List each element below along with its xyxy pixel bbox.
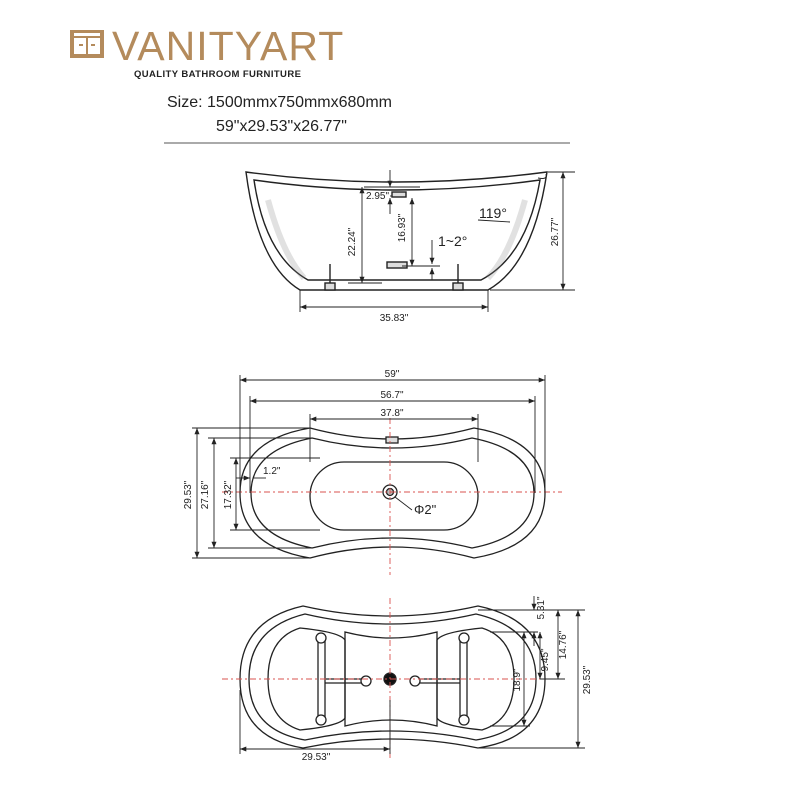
label-support-width: 14.76"	[558, 630, 569, 659]
label-foot-span: 9.45"	[540, 648, 551, 671]
bottom-view	[239, 605, 546, 749]
size-metric: Size: 1500mmx750mmx680mm	[167, 94, 392, 111]
side-view	[245, 171, 548, 291]
label-rim-offset: 1.2"	[263, 466, 281, 477]
label-rim-to-foot: 5.31"	[536, 596, 547, 619]
label-drain-diameter: Φ2"	[414, 502, 437, 517]
label-inner-length: 56.7"	[380, 390, 403, 401]
brand-name: VANITYART	[112, 23, 345, 69]
top-dimensions	[192, 375, 546, 559]
label-bottom-overall-width: 29.53"	[582, 665, 593, 694]
bottom-dimensions	[239, 596, 585, 754]
label-inner-width: 27.16"	[200, 480, 211, 509]
label-rim-depth: 2.95"	[366, 191, 389, 202]
brand-tagline: QUALITY BATHROOM FURNITURE	[134, 69, 302, 80]
top-view	[239, 427, 546, 559]
label-bottom-length: 37.8"	[380, 408, 403, 419]
size-imperial: 59"x29.53"x26.77"	[216, 118, 347, 135]
label-base-length: 35.83"	[380, 313, 409, 324]
label-overall-width: 29.53"	[183, 480, 194, 509]
label-cradle-width: 18.9"	[512, 668, 523, 691]
label-water-depth: 16.93"	[397, 213, 408, 242]
side-dimensions	[299, 170, 575, 312]
label-center-to-end: 29.53"	[302, 752, 331, 763]
label-floor-slope: 1~2°	[438, 233, 467, 249]
label-bottom-width: 17.32"	[223, 480, 234, 509]
top-centerlines	[222, 418, 562, 575]
label-overall-height: 26.77"	[550, 217, 561, 246]
label-backrest-angle: 119°	[479, 205, 507, 221]
label-overall-length: 59"	[385, 369, 400, 380]
label-interior-depth: 22.24"	[347, 227, 358, 256]
